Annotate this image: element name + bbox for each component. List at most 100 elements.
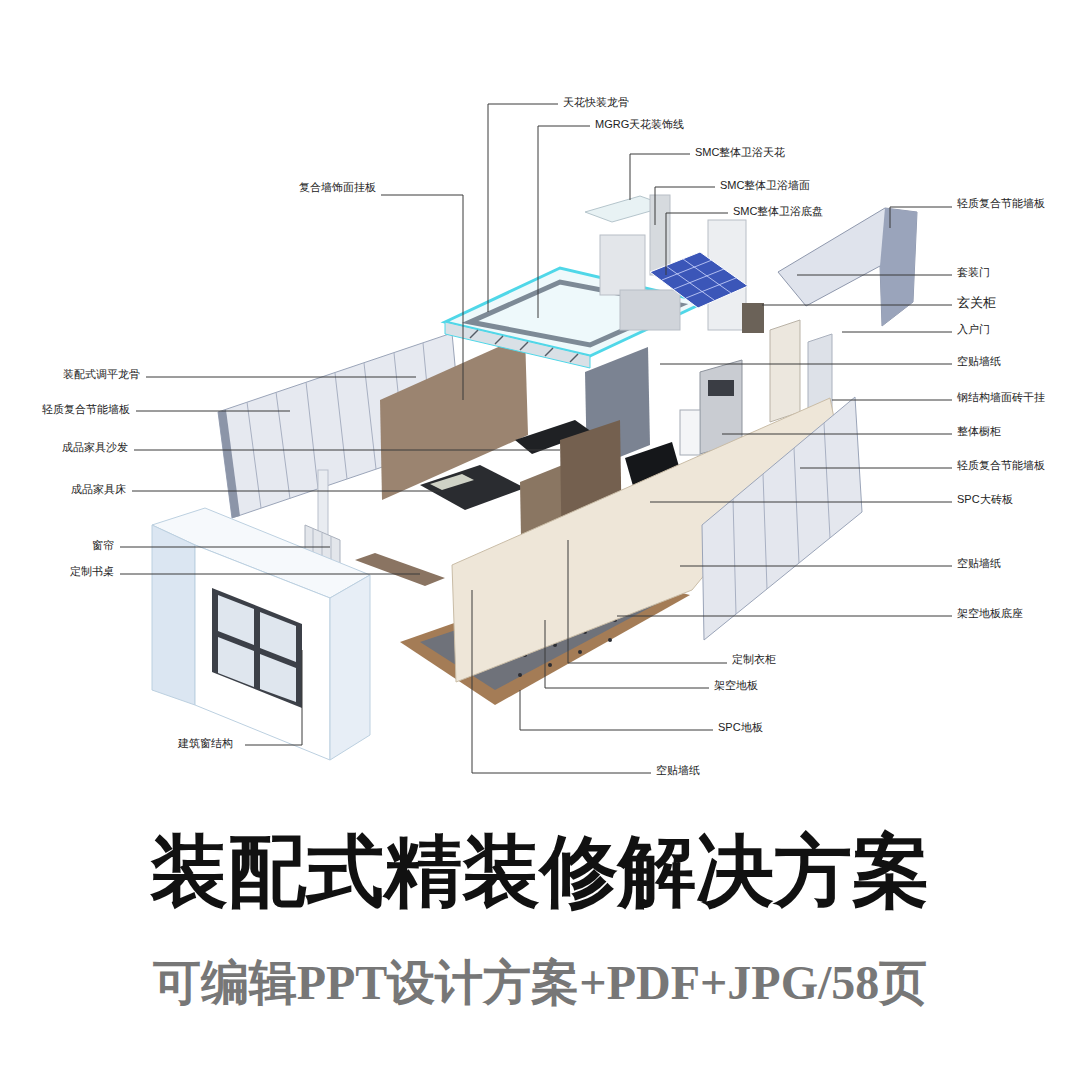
callout-label: 建筑窗结构 [178, 737, 233, 750]
seam [364, 363, 376, 469]
pedestal [518, 673, 522, 677]
callout-label: 玄关柜 [957, 295, 996, 311]
callout-label: 架空地板 [714, 679, 758, 692]
callout-label: 轻质复合节能墙板 [957, 197, 1045, 210]
leader-line [680, 566, 952, 567]
seam [824, 423, 830, 538]
entry-cabinet [742, 303, 764, 333]
window-block-front [195, 545, 330, 760]
leader-line [722, 434, 952, 435]
callout-label: 钢结构墙面砖干挂 [957, 391, 1045, 404]
cabinet-detail [708, 380, 734, 396]
leader-line [488, 104, 558, 312]
callout-label: 定制书桌 [70, 565, 114, 578]
top-right-wall [778, 208, 917, 326]
leader-line [132, 491, 440, 492]
callout-label: SPC大砖板 [957, 493, 1013, 506]
right-wall-panel [702, 397, 862, 640]
callout-label: 天花快装龙骨 [563, 96, 629, 109]
grid-line [683, 259, 731, 293]
leader-line [146, 377, 416, 378]
window-panes [218, 595, 296, 702]
leader-line [660, 364, 952, 365]
callout-label: 空贴墙纸 [656, 764, 700, 777]
callout-label: SMC整体卫浴底盘 [733, 205, 823, 218]
ceiling-slats [470, 330, 578, 362]
callout-label: 入户门 [957, 323, 990, 336]
slat [470, 330, 478, 338]
callout-label: 轻质复合节能墙板 [42, 403, 130, 416]
top-right-wall-side [880, 208, 917, 326]
slat [545, 348, 553, 356]
slat [570, 354, 578, 362]
pedestal [608, 638, 612, 642]
leader-line [381, 195, 463, 400]
leader-line [655, 187, 715, 225]
callout-label: SMC整体卫浴墙面 [720, 179, 810, 192]
leader-line [666, 213, 728, 275]
leader-line [545, 620, 709, 688]
leader-line [120, 574, 420, 575]
wall-panel-edge [218, 410, 240, 518]
callout-label: 装配式调平龙骨 [63, 368, 140, 381]
callout-label: 空贴墙纸 [957, 355, 1001, 368]
callout-label: SMC整体卫浴天花 [695, 146, 785, 159]
grid-line [666, 266, 714, 300]
bath-wall [600, 235, 645, 295]
callout-label: 定制衣柜 [732, 653, 776, 666]
title: 装配式精装修解决方案 [0, 829, 1080, 915]
leader-line [245, 650, 302, 745]
leader-line [520, 690, 713, 730]
window-frame [212, 588, 302, 708]
pane [218, 595, 254, 645]
callout-label: 窗帘 [92, 539, 114, 552]
leader-line [630, 154, 690, 200]
callout-label: SPC地板 [718, 721, 763, 734]
fridge [680, 410, 700, 455]
leader-line [890, 207, 952, 228]
leader-line [568, 540, 727, 663]
callout-label: 架空地板底座 [957, 607, 1023, 620]
bed [420, 465, 525, 510]
window-block-edge [330, 575, 370, 760]
seam [763, 474, 767, 589]
seam [276, 392, 290, 499]
pane [260, 612, 296, 662]
seam [733, 499, 736, 614]
leader-line [120, 547, 330, 548]
grid-line [686, 278, 736, 298]
callout-label: 成品家具床 [71, 483, 126, 496]
seam [247, 402, 261, 508]
leader-line [650, 502, 952, 503]
callout-label: 成品家具沙发 [62, 441, 128, 454]
callout-label: 套装门 [957, 266, 990, 279]
callout-label: 整体橱柜 [957, 425, 1001, 438]
pedestal [578, 650, 582, 654]
caption: 可编辑PPT设计方案+PDF+JPG/58页 [0, 957, 1080, 1010]
callout-label: 复合墙饰面挂板 [299, 181, 376, 194]
leader-line [136, 411, 290, 412]
slat [495, 336, 503, 344]
suite-door [770, 320, 800, 422]
leader-line [472, 590, 651, 773]
pane [218, 637, 254, 687]
leader-line [797, 275, 952, 276]
panel-seams [733, 423, 830, 614]
leader-line [762, 305, 952, 306]
tray-grid [662, 259, 736, 300]
window-block-side [152, 525, 195, 705]
callout-label: 空贴墙纸 [957, 557, 1001, 570]
bath-tray [650, 252, 748, 308]
bath-wall [650, 195, 670, 275]
pedestal [548, 663, 552, 667]
leader-line [617, 616, 952, 617]
bath-wall [620, 290, 680, 330]
callout-label: MGRG天花装饰线 [595, 118, 684, 131]
leader-line [842, 332, 952, 333]
slat [520, 342, 528, 350]
pane [260, 654, 296, 702]
bed-pillow [430, 474, 474, 490]
